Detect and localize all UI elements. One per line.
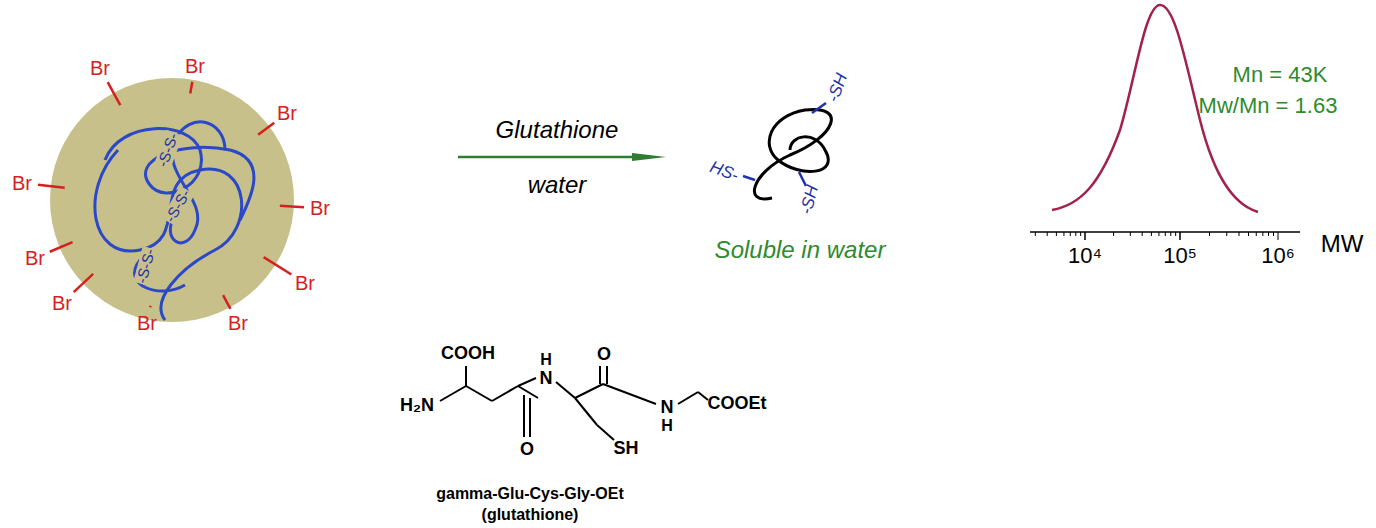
atom-label: Br [137, 312, 157, 334]
atom-label: SH [613, 439, 638, 459]
atom-label: COOEt [707, 394, 766, 414]
disulfide-label: -S-S- [133, 246, 159, 286]
caption-label: Soluble in water [715, 237, 886, 263]
dispersity: Mw/Mn = 1.63 [1199, 94, 1338, 118]
atom-label: H [661, 417, 673, 435]
atom-label: N [540, 369, 553, 389]
compound-name: gamma-Glu-Cys-Gly-OEt [436, 485, 624, 503]
particle-core [50, 78, 294, 322]
atom-label: H₂N [400, 396, 434, 416]
atom-label: Br [90, 57, 110, 79]
glutathione-bonds [440, 366, 708, 440]
axis-tick: 10⁴ [1068, 244, 1102, 268]
nanoparticle: -S-S--S-S--S-S- [50, 78, 294, 322]
reagent-label: Glutathione [496, 117, 619, 143]
thiol-bonds [743, 103, 826, 186]
polymer-coil [754, 109, 831, 198]
atom-label: O [597, 345, 611, 365]
axis-tick: 10⁶ [1261, 244, 1295, 268]
axis-tick: 10⁵ [1163, 244, 1197, 268]
compound-name: (glutathione) [482, 506, 579, 524]
gpc-chart [1030, 5, 1300, 240]
bromine-bonds [38, 82, 304, 309]
atom-label: Br [25, 247, 45, 269]
polymer-chains [95, 122, 254, 320]
reaction-arrow [458, 153, 666, 161]
thiol-label: -SH [797, 183, 823, 216]
thiol-label: HS- [707, 158, 741, 186]
atom-label: H [540, 351, 552, 369]
thiol-label: -SH [824, 71, 852, 105]
molecular-weight: Mn = 43K [1233, 63, 1328, 87]
atom-label: Br [12, 172, 32, 194]
disulfide-label: -S-S- [162, 186, 195, 226]
atom-label: N [661, 398, 674, 418]
atom-label: Br [310, 197, 330, 219]
atom-label: Br [52, 292, 72, 314]
atom-label: Br [277, 102, 297, 124]
atom-label: Br [185, 55, 205, 77]
atom-label: Br [295, 272, 315, 294]
solvent-label: water [528, 172, 587, 198]
axis-title: MW [1321, 231, 1364, 257]
atom-label: COOH [441, 344, 495, 364]
disulfide-label: -S-S- [154, 130, 182, 170]
atom-label: O [520, 440, 534, 460]
atom-label: Br [228, 312, 248, 334]
